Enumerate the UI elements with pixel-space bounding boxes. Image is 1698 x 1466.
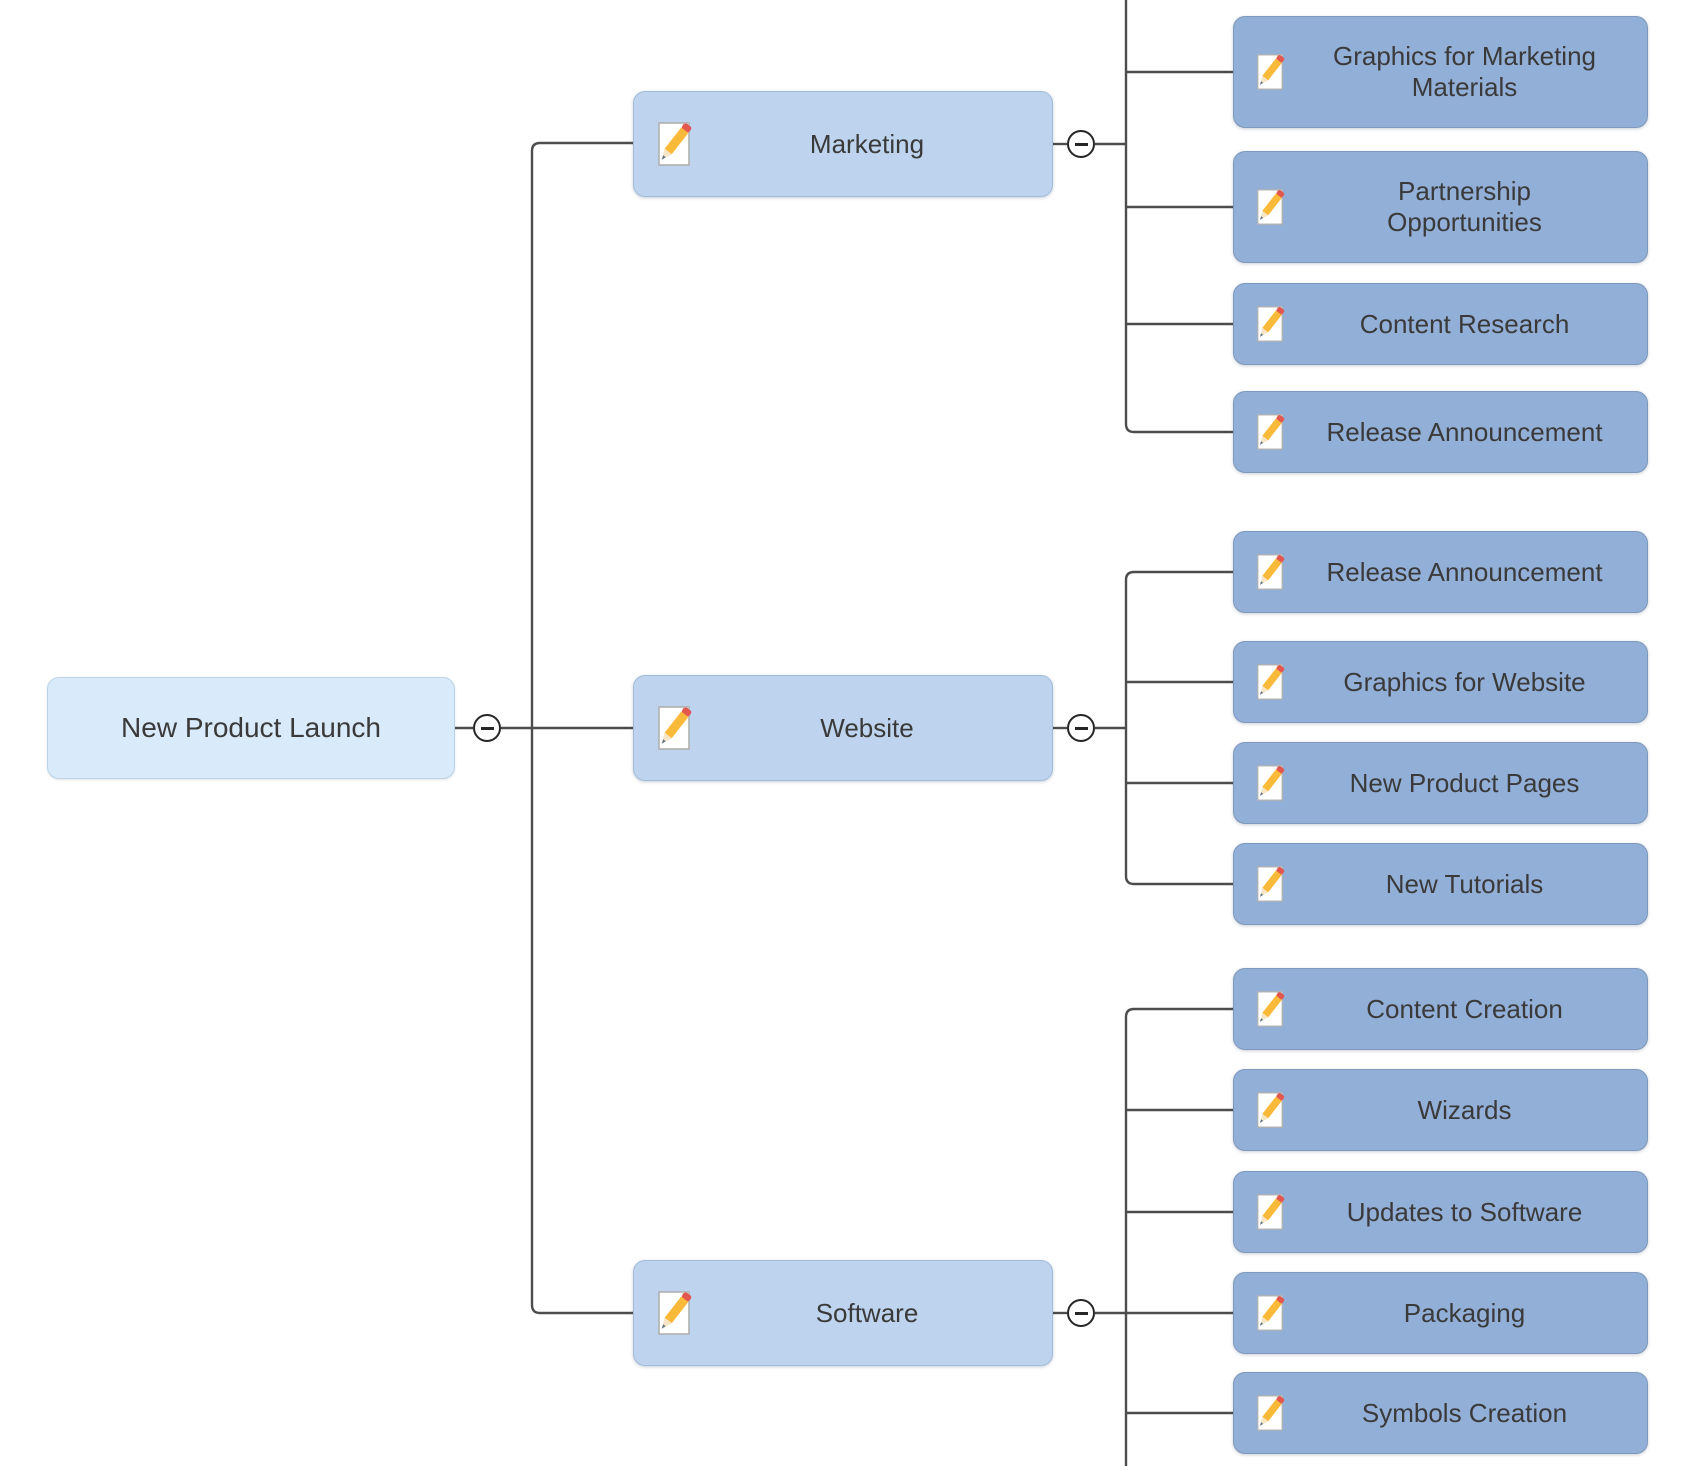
node-label: Software (815, 1297, 919, 1328)
node-label: Graphics for Marketing Materials (1333, 41, 1596, 102)
node-label: Partnership Opportunities (1387, 176, 1542, 237)
note-edit-icon (1252, 1089, 1288, 1131)
node-new-tutorials[interactable]: New Tutorials (1233, 843, 1648, 925)
node-wizards[interactable]: Wizards (1233, 1069, 1648, 1151)
node-label: New Tutorials (1385, 868, 1544, 899)
node-label: Website (820, 712, 914, 743)
node-label: New Product Launch (121, 712, 381, 744)
note-edit-icon (1252, 303, 1288, 345)
node-label: Marketing (809, 128, 925, 159)
node-label: Release Announcement (1326, 416, 1603, 447)
note-edit-icon (1252, 51, 1288, 93)
node-updates-to-software[interactable]: Updates to Software (1233, 1171, 1648, 1253)
node-packaging[interactable]: Packaging (1233, 1272, 1648, 1354)
node-label: Content Research (1359, 308, 1570, 339)
note-edit-icon (652, 703, 696, 753)
node-label: New Product Pages (1349, 767, 1580, 798)
note-edit-icon (1252, 186, 1288, 228)
node-release-announcement-website[interactable]: Release Announcement (1233, 531, 1648, 613)
node-graphics-for-marketing-materials[interactable]: Graphics for Marketing Materials (1233, 16, 1648, 128)
node-content-research[interactable]: Content Research (1233, 283, 1648, 365)
note-edit-icon (1252, 551, 1288, 593)
note-edit-icon (1252, 863, 1288, 905)
node-label: Updates to Software (1346, 1196, 1583, 1227)
node-label: Symbols Creation (1361, 1397, 1568, 1428)
note-edit-icon (1252, 762, 1288, 804)
node-marketing[interactable]: Marketing (633, 91, 1053, 197)
collapse-button-website[interactable] (1067, 714, 1095, 742)
note-edit-icon (652, 1288, 696, 1338)
node-symbols-creation[interactable]: Symbols Creation (1233, 1372, 1648, 1454)
collapse-button-software[interactable] (1067, 1299, 1095, 1327)
node-label: Content Creation (1366, 993, 1563, 1024)
node-label: Release Announcement (1326, 556, 1603, 587)
note-edit-icon (1252, 1191, 1288, 1233)
node-label: Packaging (1403, 1297, 1526, 1328)
node-release-announcement-marketing[interactable]: Release Announcement (1233, 391, 1648, 473)
collapse-button-marketing[interactable] (1067, 130, 1095, 158)
node-label: Graphics for Website (1343, 666, 1586, 697)
note-edit-icon (1252, 1392, 1288, 1434)
node-partnership-opportunities[interactable]: Partnership Opportunities (1233, 151, 1648, 263)
node-new-product-launch[interactable]: New Product Launch (47, 677, 455, 779)
node-graphics-for-website[interactable]: Graphics for Website (1233, 641, 1648, 723)
note-edit-icon (1252, 1292, 1288, 1334)
node-website[interactable]: Website (633, 675, 1053, 781)
node-software[interactable]: Software (633, 1260, 1053, 1366)
note-edit-icon (1252, 988, 1288, 1030)
note-edit-icon (652, 119, 696, 169)
node-new-product-pages[interactable]: New Product Pages (1233, 742, 1648, 824)
node-content-creation[interactable]: Content Creation (1233, 968, 1648, 1050)
collapse-button-root[interactable] (473, 714, 501, 742)
node-label: Wizards (1417, 1094, 1512, 1125)
note-edit-icon (1252, 411, 1288, 453)
note-edit-icon (1252, 661, 1288, 703)
